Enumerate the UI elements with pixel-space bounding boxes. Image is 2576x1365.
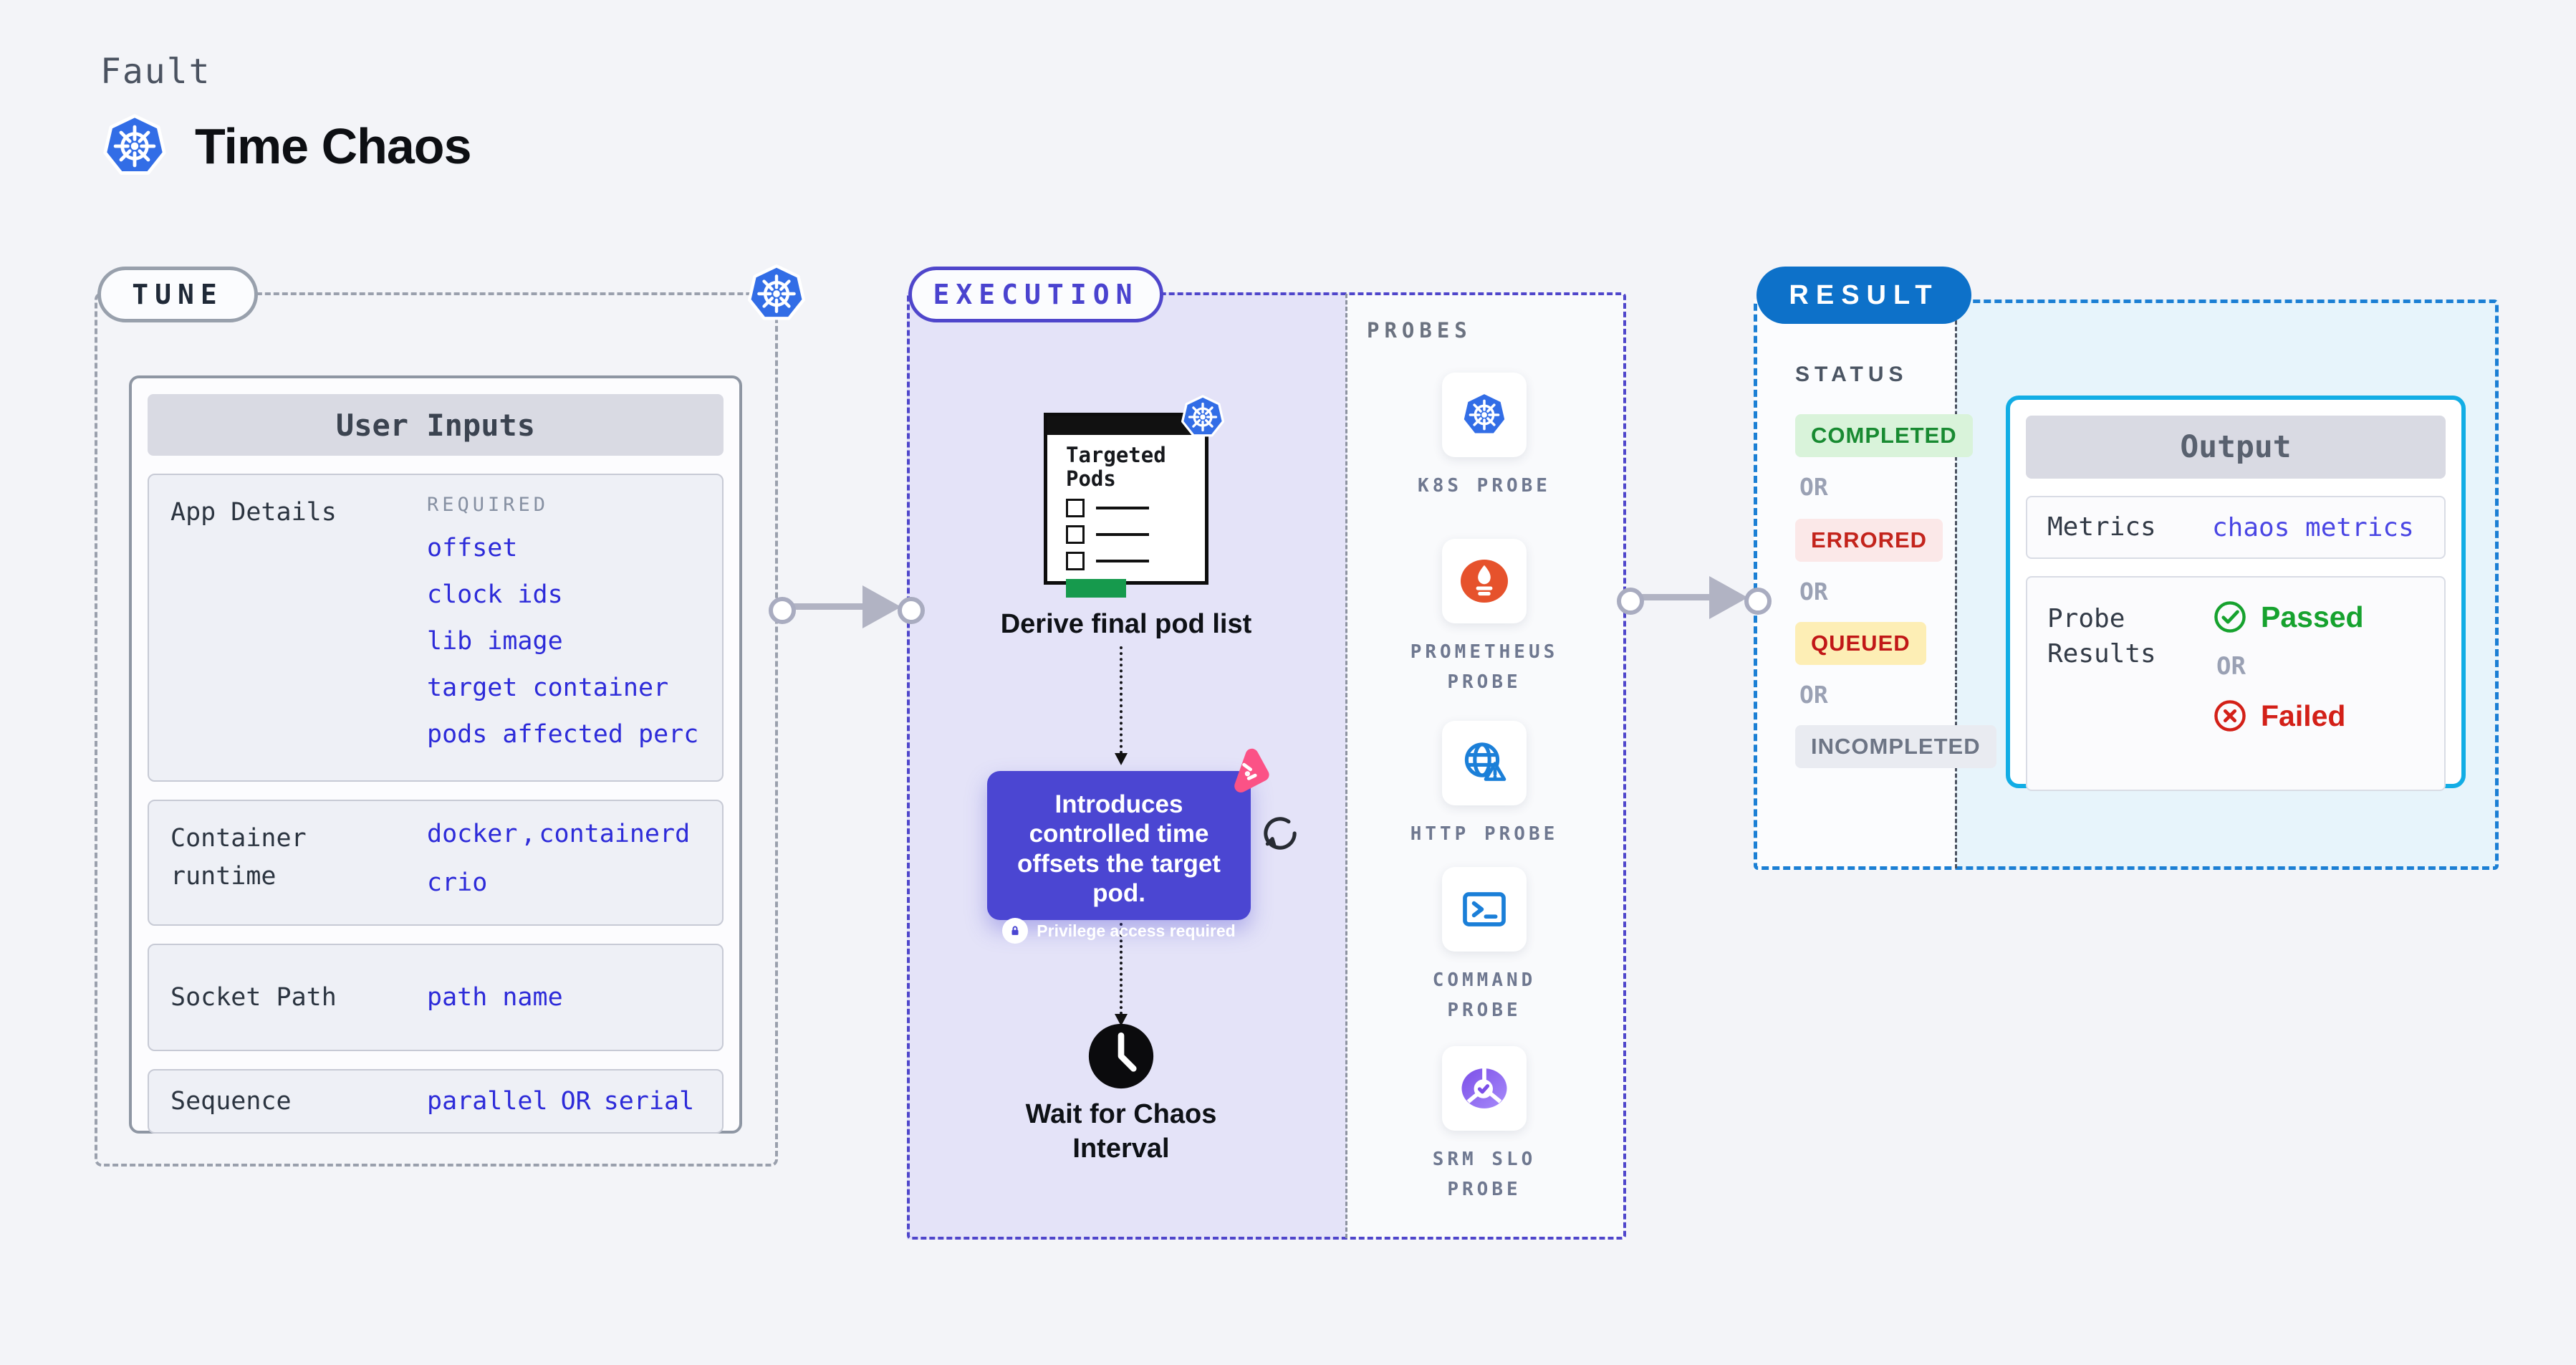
execution-panel — [907, 292, 1626, 1240]
or-label: OR — [1799, 473, 1828, 501]
prometheus-icon[interactable] — [1442, 539, 1527, 623]
link-lib-image[interactable]: lib image — [427, 627, 563, 656]
user-inputs-card: User Inputs App Details REQUIRED offset … — [129, 375, 742, 1134]
probe-item-command: COMMAND PROBE — [1402, 867, 1567, 1025]
execution-badge: EXECUTION — [908, 267, 1163, 322]
status-badge-errored: ERRORED — [1795, 519, 1943, 562]
probes-title: PROBES — [1367, 318, 1472, 343]
sequence-or: OR — [560, 1087, 591, 1116]
globe-warning-icon[interactable] — [1442, 721, 1527, 805]
socket-path-label: Socket Path — [170, 982, 337, 1012]
pod-list-item — [1066, 525, 1205, 544]
probe-item-prometheus: PROMETHEUS PROBE — [1402, 539, 1567, 697]
failed-line: Failed — [2212, 698, 2364, 734]
flow-connector-down — [1115, 923, 1128, 1026]
output-title: Output — [2026, 416, 2446, 479]
link-target-container[interactable]: target container — [427, 674, 669, 702]
tooltip-note: Privilege access required — [1000, 918, 1238, 944]
app-details-label: App Details — [170, 498, 337, 527]
link-clock-ids[interactable]: clock ids — [427, 580, 563, 609]
chaos-icon — [1234, 748, 1269, 792]
result-panel — [1754, 300, 2499, 870]
refresh-icon — [1264, 817, 1297, 850]
runtime-crio[interactable]: crio — [427, 868, 488, 897]
targeted-pods-titlebar — [1047, 416, 1205, 435]
failed-label: Failed — [2261, 699, 2346, 732]
kubernetes-icon — [100, 112, 169, 181]
result-badge: RESULT — [1756, 267, 1971, 324]
probe-item-http: HTTP PROBE — [1402, 721, 1567, 850]
runtime-containerd[interactable]: containerd — [539, 820, 691, 848]
arrow-execution-to-result — [1617, 574, 1772, 620]
runtime-docker[interactable]: docker — [427, 820, 518, 848]
page-header: Time Chaos — [100, 112, 471, 181]
or-label: OR — [1799, 578, 1828, 605]
probe-item-srm-slo: SRM SLO PROBE — [1402, 1046, 1567, 1204]
wait-interval-label: Wait for Chaos Interval — [1025, 1099, 1217, 1164]
slo-chart-icon[interactable] — [1442, 1046, 1527, 1131]
sequence-label: Sequence — [170, 1086, 292, 1116]
pod-list-item — [1066, 498, 1205, 517]
fault-eyebrow: Fault — [100, 52, 211, 92]
sequence-row: Sequence parallel OR serial — [148, 1069, 724, 1134]
probe-label: PROMETHEUS PROBE — [1410, 641, 1559, 693]
container-runtime-label: Container runtime — [170, 824, 307, 891]
privilege-note: Privilege access required — [1037, 921, 1236, 940]
metrics-label: Metrics — [2047, 512, 2156, 542]
status-title: STATUS — [1795, 363, 1908, 386]
user-inputs-title: User Inputs — [148, 394, 724, 456]
targeted-pods-card: Targeted Pods — [1044, 413, 1208, 598]
tooltip-text: Introduces controlled time offsets the t… — [1017, 790, 1221, 907]
flow-connector-down — [1115, 646, 1128, 765]
runtime-separator: , — [520, 820, 536, 848]
required-label: REQUIRED — [427, 494, 549, 516]
socket-path-row: Socket Path path name — [148, 944, 724, 1051]
clock-icon — [1087, 1022, 1155, 1091]
check-circle-icon — [2214, 601, 2246, 633]
probe-results-label: Probe Results — [2047, 604, 2156, 669]
or-label: OR — [2216, 652, 2246, 681]
probe-label: COMMAND PROBE — [1432, 969, 1537, 1021]
kubernetes-icon — [1179, 393, 1226, 441]
probe-label: HTTP PROBE — [1410, 823, 1559, 845]
link-pods-affected-perc[interactable]: pods affected perc — [427, 720, 699, 749]
sequence-parallel[interactable]: parallel — [427, 1087, 548, 1116]
metrics-value[interactable]: chaos metrics — [2212, 512, 2414, 542]
status-badge-incompleted: INCOMPLETED — [1795, 725, 1996, 768]
passed-label: Passed — [2261, 600, 2364, 633]
arrow-tune-to-execution — [769, 583, 925, 629]
execution-probes-divider — [1345, 294, 1347, 1238]
pod-list-item — [1066, 551, 1205, 570]
progress-bar — [1066, 578, 1126, 598]
targeted-pods-title: Targeted Pods — [1066, 443, 1166, 492]
derive-pod-list-label: Derive final pod list — [1000, 609, 1252, 639]
probe-item-k8s: K8S PROBE — [1402, 373, 1567, 502]
tune-badge: TUNE — [97, 267, 258, 322]
status-column-background — [1754, 300, 1956, 870]
probe-label: K8S PROBE — [1418, 475, 1551, 497]
tune-panel — [95, 292, 778, 1167]
probe-results-row: Probe Results Passed OR Failed — [2026, 576, 2446, 791]
lock-icon — [1002, 918, 1029, 944]
terminal-icon[interactable] — [1442, 867, 1527, 952]
status-badge-queued: QUEUED — [1795, 622, 1926, 665]
status-badge-completed: COMPLETED — [1795, 414, 1973, 457]
kubernetes-icon — [745, 262, 808, 325]
metrics-row: Metrics chaos metrics — [2026, 496, 2446, 559]
passed-line: Passed — [2212, 599, 2364, 635]
container-runtime-row: Container runtime docker , containerd cr… — [148, 800, 724, 926]
link-offset[interactable]: offset — [427, 534, 518, 562]
result-divider — [1955, 301, 1957, 868]
cross-circle-icon — [2214, 700, 2246, 732]
probe-label: SRM SLO PROBE — [1432, 1149, 1537, 1200]
app-details-row: App Details REQUIRED offset clock ids li… — [148, 474, 724, 782]
kubernetes-icon[interactable] — [1442, 373, 1527, 457]
chaos-tooltip: Introduces controlled time offsets the t… — [987, 771, 1251, 944]
output-box: Output Metrics chaos metrics Probe Resul… — [2006, 396, 2466, 791]
page-title: Time Chaos — [195, 118, 471, 174]
or-label: OR — [1799, 681, 1828, 709]
sequence-serial[interactable]: serial — [603, 1087, 695, 1116]
socket-path-value[interactable]: path name — [427, 983, 563, 1012]
